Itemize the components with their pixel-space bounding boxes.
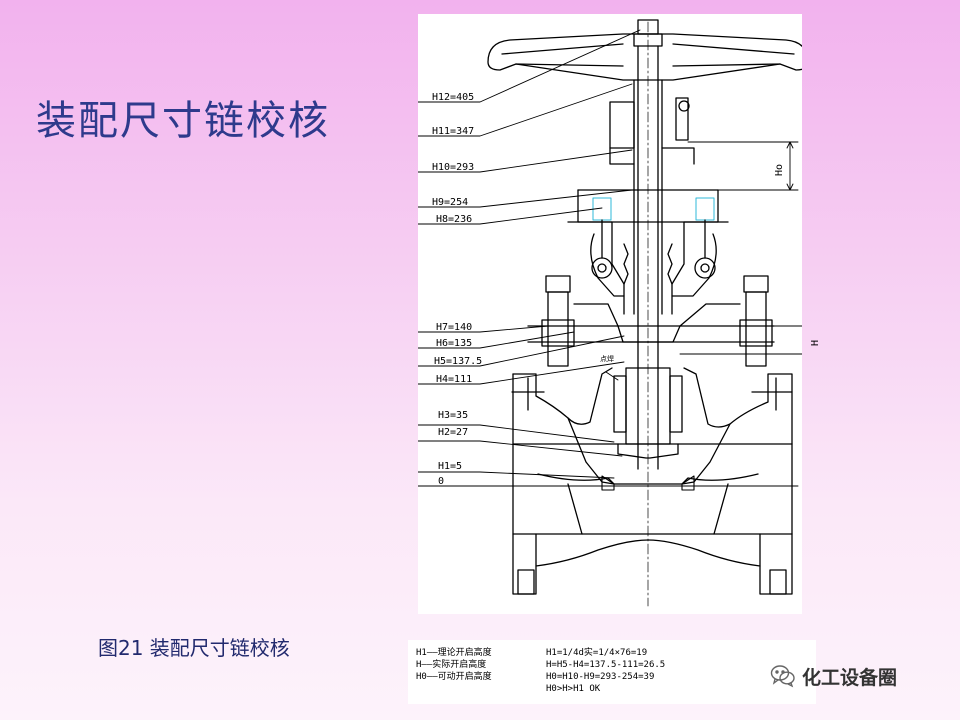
dim-label-h1: H1=5 — [438, 461, 463, 472]
legend-definition: H0——可动开启高度 — [416, 672, 492, 682]
valve-assembly-drawing: H12=405 H11=347 H10=293 H9=254 H8=236 H7… — [418, 14, 821, 614]
dim-label-h9: H9=254 — [432, 197, 469, 208]
slide-title: 装配尺寸链校核 — [36, 98, 330, 144]
gland-eyebolts — [590, 197, 717, 297]
figure-caption: 图21 装配尺寸链校核 — [98, 636, 290, 660]
legend-definition: H——实际开启高度 — [416, 660, 487, 670]
dim-label-h8: H8=236 — [436, 214, 473, 225]
side-dimensions — [679, 141, 802, 355]
dim-label-h6: H6=135 — [436, 338, 473, 349]
dim-label-zero: 0 — [438, 476, 445, 487]
legend-check-result: H0>H>H1 OK — [546, 684, 601, 694]
dim-label-h3: H3=35 — [438, 410, 469, 421]
valve-body — [511, 367, 793, 595]
legend-calculation: H=H5-H4=137.5-111=26.5 — [546, 660, 666, 670]
calculation-legend: H1——理论开启高度 H——实际开启高度 H0——可动开启高度 H1=1/4d实… — [408, 640, 816, 704]
wechat-icon — [770, 665, 795, 688]
dim-label-h7: H7=140 — [436, 322, 473, 333]
valve-seat — [601, 475, 695, 491]
legend-calculation: H0=H10-H9=293-254=39 — [546, 672, 655, 682]
leader-lines — [418, 29, 799, 487]
legend-definition: H1——理论开启高度 — [416, 648, 492, 658]
dim-label-h12: H12=405 — [432, 92, 475, 103]
dim-label-h4: H4=111 — [436, 374, 473, 385]
watermark: 化工设备圈 — [770, 660, 897, 692]
valve-drawing-svg — [418, 19, 802, 607]
side-dim-h: H — [810, 339, 821, 346]
legend-calculation: H1=1/4d实=1/4×76=19 — [546, 648, 648, 658]
dim-label-h10: H10=293 — [432, 162, 475, 173]
yoke-nut — [609, 97, 695, 165]
dim-label-h5: H5=137.5 — [434, 356, 483, 367]
handwheel — [487, 19, 802, 81]
bonnet-flange — [527, 275, 775, 367]
watermark-text: 化工设备圈 — [802, 666, 898, 689]
dim-label-h2: H2=27 — [438, 427, 469, 438]
dim-label-h11: H11=347 — [432, 126, 475, 137]
side-dim-ho: Ho — [774, 163, 785, 176]
weld-note: 点焊 — [600, 355, 614, 363]
